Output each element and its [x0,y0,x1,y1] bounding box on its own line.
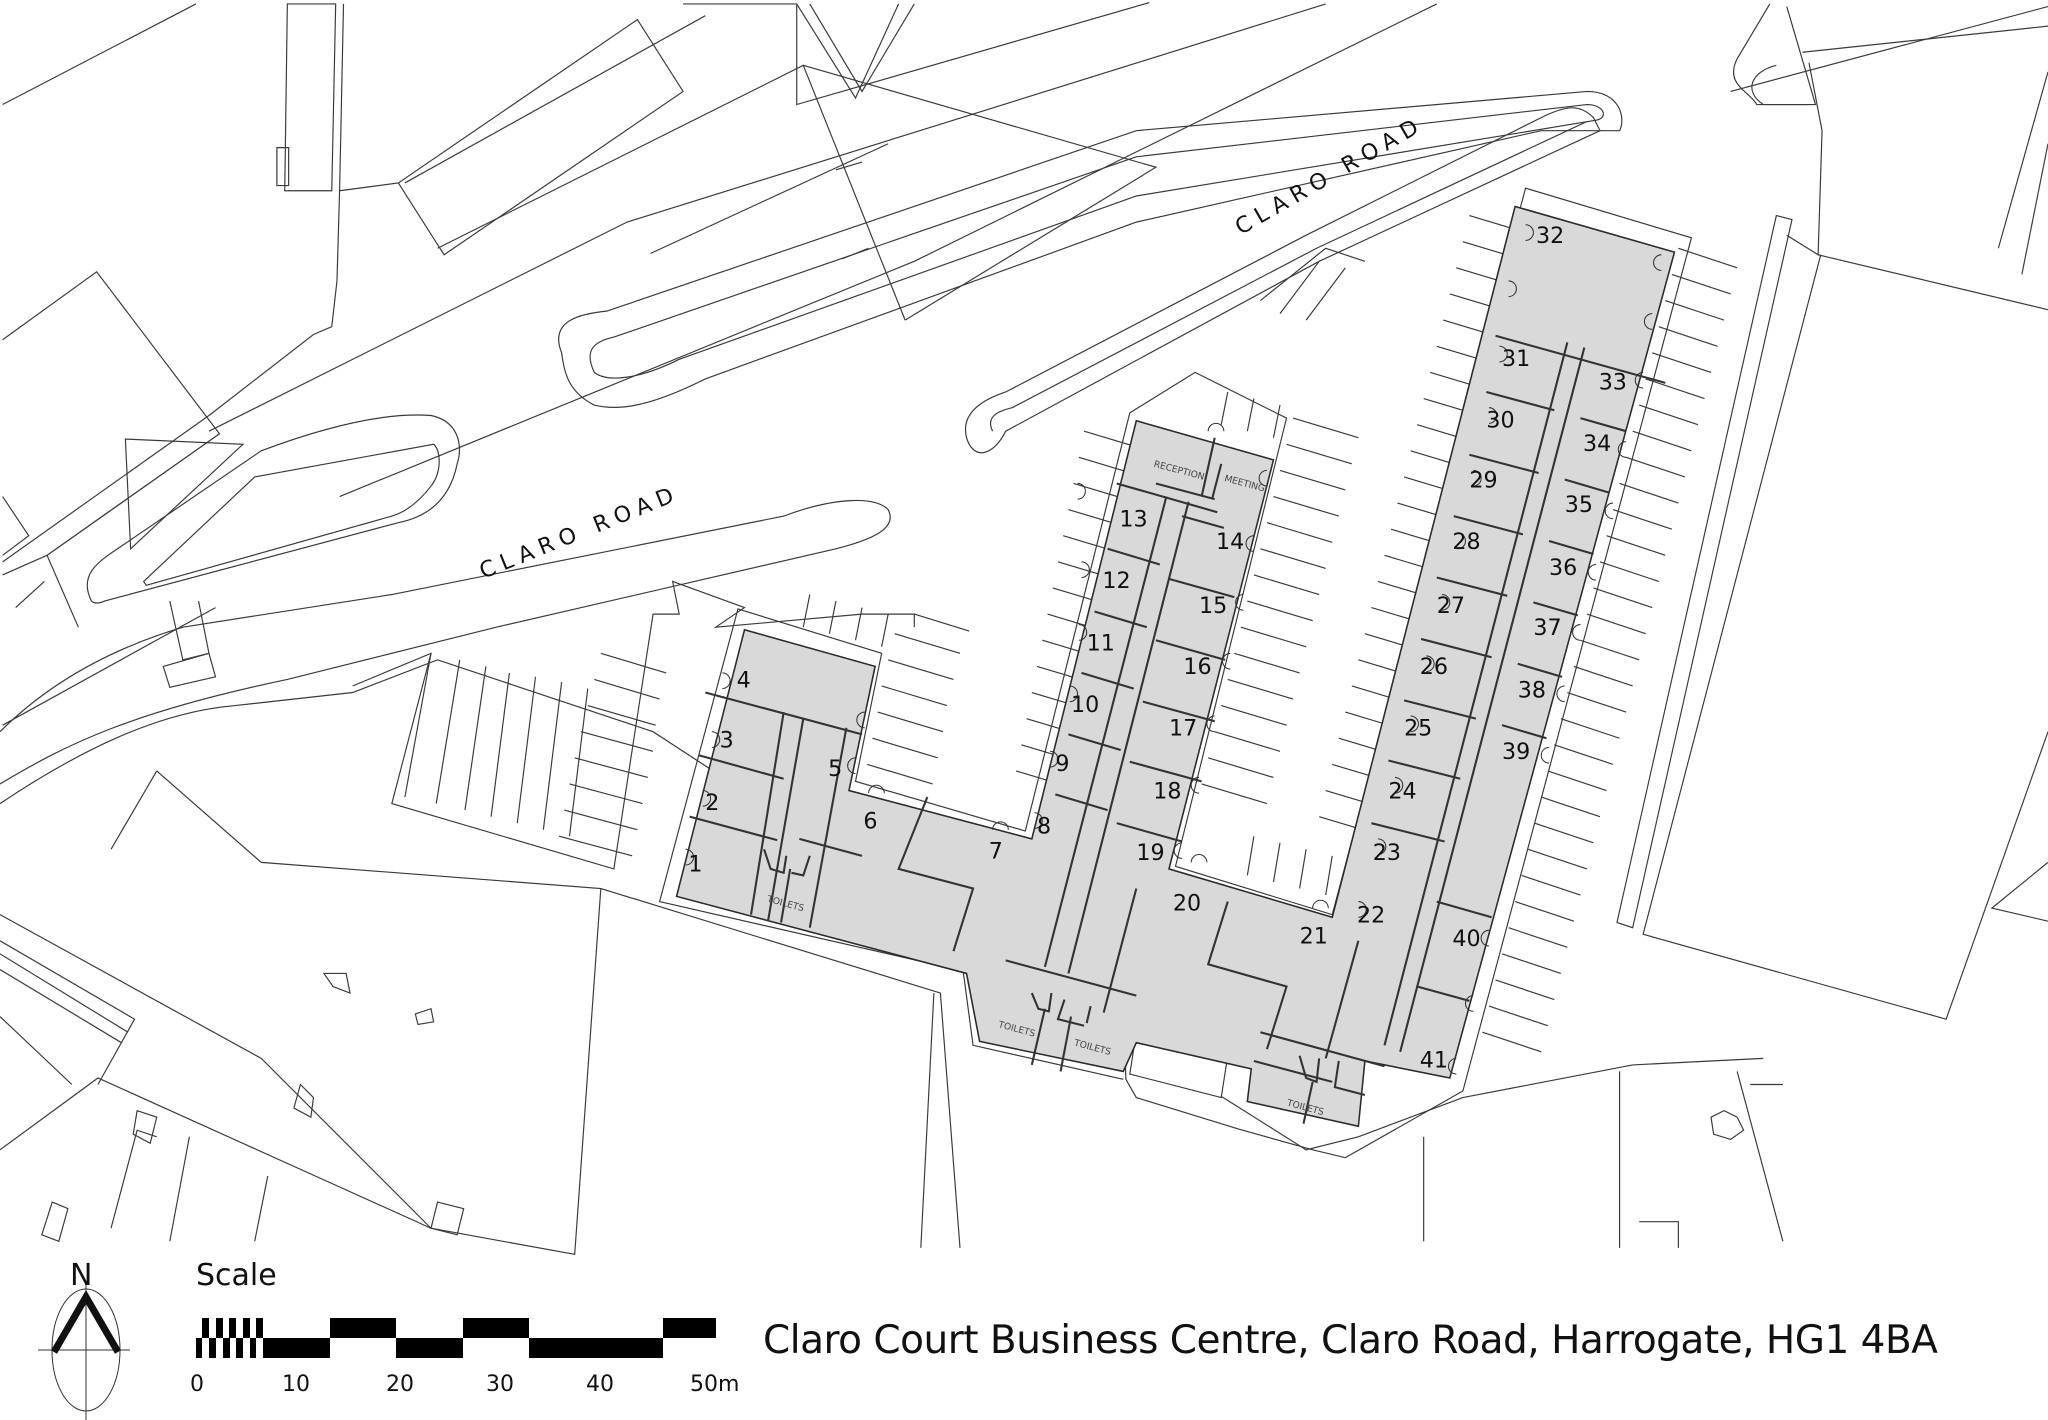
unit-label[interactable]: 16 [1183,654,1211,680]
unit-label[interactable]: 3 [720,727,734,753]
north-label: N [70,1258,93,1293]
unit-label[interactable]: 41 [1420,1048,1448,1074]
unit-label[interactable]: 25 [1404,716,1432,742]
unit-label[interactable]: 15 [1199,593,1227,619]
unit-label[interactable]: 38 [1518,678,1546,704]
unit-label[interactable]: 5 [828,756,842,782]
unit-label[interactable]: 12 [1102,568,1130,594]
unit-label[interactable]: 40 [1452,926,1480,952]
scale-tick: 20 [386,1372,414,1397]
unit-label[interactable]: 4 [737,667,751,693]
map-title: Claro Court Business Centre, Claro Road,… [763,1318,1938,1363]
unit-label[interactable]: 8 [1037,814,1051,840]
unit-label[interactable]: 32 [1536,223,1564,249]
unit-label[interactable]: 21 [1300,923,1328,949]
unit-label[interactable]: 27 [1437,593,1465,619]
scale-bar [196,1318,716,1358]
unit-label[interactable]: 17 [1169,716,1197,742]
context-linework [0,2,2048,1256]
unit-label[interactable]: 11 [1087,631,1115,657]
unit-label[interactable]: 33 [1599,369,1627,395]
road-label-claro-road-west: CLARO ROAD [476,480,684,584]
unit-label[interactable]: 6 [863,808,877,834]
unit-labels: 1 2 3 4 5 6 7 8 9 10 11 12 13 14 15 16 1… [688,223,1627,1073]
scale-tick: 50m [690,1372,740,1397]
unit-label[interactable]: 22 [1357,902,1385,928]
unit-label[interactable]: 34 [1583,431,1611,457]
unit-label[interactable]: 18 [1153,778,1181,804]
building-footprint [675,205,1676,1128]
unit-label[interactable]: 26 [1420,654,1448,680]
unit-label[interactable]: 31 [1502,346,1530,372]
unit-label[interactable]: 9 [1055,751,1069,777]
unit-label[interactable]: 37 [1533,615,1561,641]
unit-label[interactable]: 14 [1216,529,1244,555]
north-arrow-icon [38,1285,130,1420]
unit-label[interactable]: 20 [1173,891,1201,917]
scale-tick: 10 [282,1372,310,1397]
unit-label[interactable]: 30 [1486,407,1514,433]
unit-label[interactable]: 35 [1565,492,1593,518]
unit-label[interactable]: 2 [705,790,719,816]
unit-label[interactable]: 23 [1373,840,1401,866]
scale-tick: 40 [586,1372,614,1397]
unit-label[interactable]: 29 [1469,467,1497,493]
unit-label[interactable]: 39 [1502,739,1530,765]
scale-label: Scale [196,1258,277,1293]
unit-label[interactable]: 19 [1136,840,1164,866]
partitions [689,334,1666,1124]
unit-label[interactable]: 36 [1549,555,1577,581]
unit-label[interactable]: 1 [688,852,702,878]
unit-label[interactable]: 24 [1388,778,1416,804]
scale-tick: 0 [190,1372,204,1397]
unit-label[interactable]: 28 [1452,529,1480,555]
unit-label[interactable]: 7 [989,838,1003,864]
unit-label[interactable]: 13 [1119,507,1147,533]
scale-tick: 30 [486,1372,514,1397]
unit-label[interactable]: 10 [1071,692,1099,718]
door-swings [685,224,1662,1075]
